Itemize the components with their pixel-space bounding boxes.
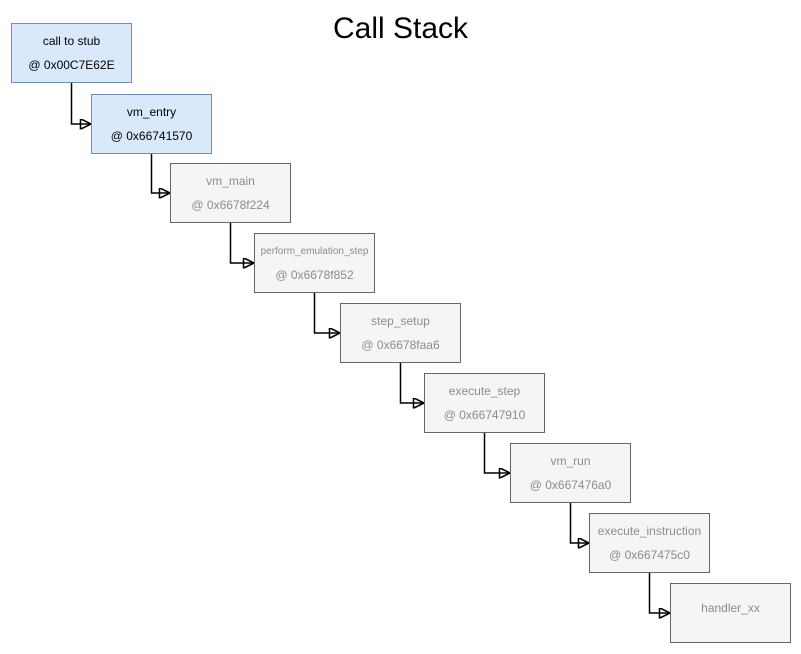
connector-arrow-8 [648, 573, 671, 613]
node-name: call to stub [42, 33, 101, 48]
node-name: step_setup [371, 313, 430, 328]
node-vm-main[interactable]: vm_main @ 0x6678f224 [170, 163, 291, 223]
connector-arrow-2 [150, 154, 171, 193]
node-step-setup[interactable]: step_setup @ 0x6678faa6 [340, 303, 461, 363]
node-execute-instruction[interactable]: execute_instruction @ 0x667475c0 [589, 513, 710, 573]
node-address: @ 0x667476a0 [529, 477, 612, 492]
connector-arrow-1 [70, 83, 92, 124]
node-name: execute_instruction [597, 523, 702, 538]
node-execute-step[interactable]: execute_step @ 0x66747910 [424, 373, 545, 433]
node-name: perform_emulation_step [260, 245, 369, 257]
node-address: @ 0x6678faa6 [361, 337, 440, 352]
connector-arrow-6 [483, 433, 511, 473]
node-call-to-stub[interactable]: call to stub @ 0x00C7E62E [11, 23, 132, 83]
diagram-title: Call Stack [332, 12, 469, 45]
node-name: vm_entry [126, 104, 177, 119]
node-address: @ 0x6678f224 [191, 197, 270, 212]
connector-arrow-3 [229, 223, 255, 263]
node-perform-emulation-step[interactable]: perform_emulation_step @ 0x6678f852 [254, 233, 375, 293]
node-handler-xx[interactable]: handler_xx [670, 583, 791, 643]
node-address: @ 0x667475c0 [609, 547, 690, 562]
node-vm-entry[interactable]: vm_entry @ 0x66741570 [91, 94, 212, 154]
node-address: @ 0x66741570 [110, 128, 193, 143]
node-name: vm_main [206, 173, 255, 188]
node-address: @ 0x6678f852 [275, 267, 354, 282]
connector-arrow-7 [569, 503, 590, 543]
node-vm-run[interactable]: vm_run @ 0x667476a0 [510, 443, 631, 503]
connector-arrow-5 [399, 363, 425, 403]
node-address: @ 0x66747910 [443, 407, 526, 422]
connector-arrow-4 [313, 293, 341, 333]
node-name: vm_run [550, 453, 591, 468]
node-name: handler_xx [701, 600, 760, 615]
node-name: execute_step [448, 383, 521, 398]
node-address: @ 0x00C7E62E [28, 57, 115, 72]
